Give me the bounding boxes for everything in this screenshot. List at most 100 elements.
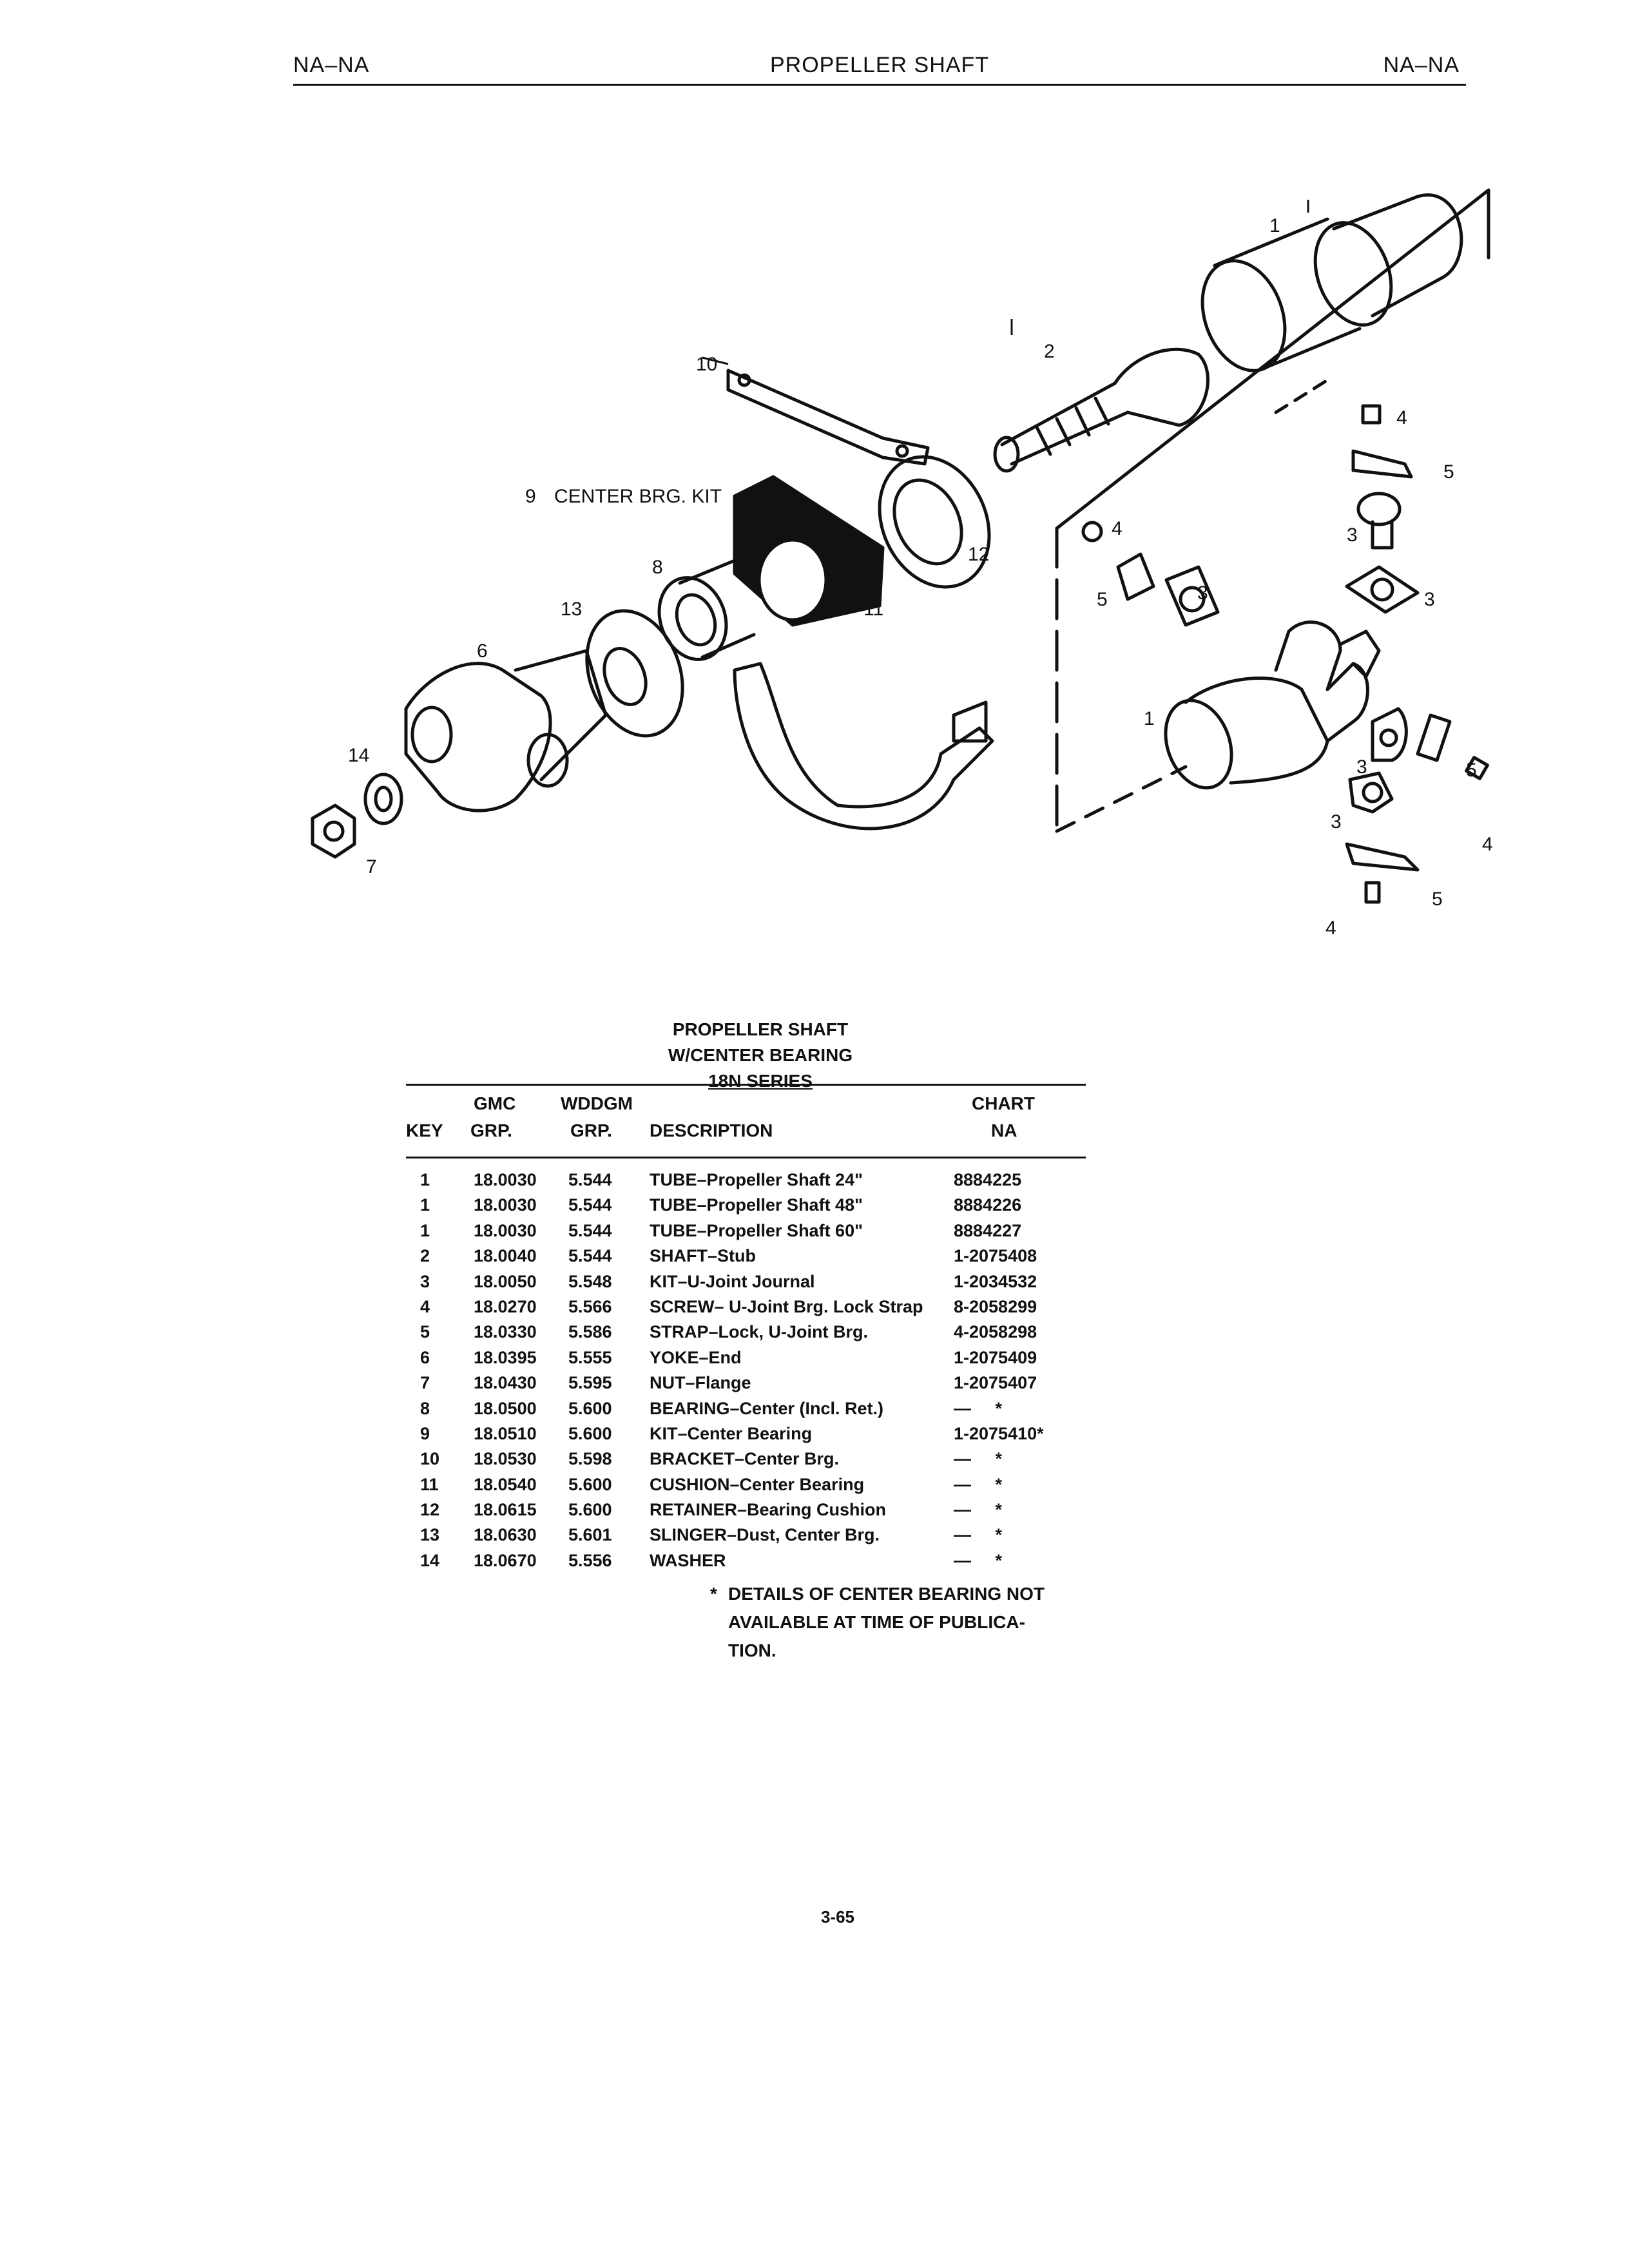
cell-key: 4 (420, 1296, 430, 1316)
callout-5-a: 5 (1443, 461, 1454, 483)
footnote-line-2: AVAILABLE AT TIME OF PUBLICA- (728, 1612, 1025, 1632)
callout-14: 14 (348, 745, 369, 766)
cell-chart: 1-2075410* (954, 1423, 1044, 1443)
table-caption: PROPELLER SHAFT W/CENTER BEARING 18N SER… (599, 1017, 921, 1094)
header-left-code: NA–NA (293, 53, 370, 77)
cell-description: BRACKET–Center Brg. (650, 1449, 840, 1469)
cell-chart: — * (954, 1398, 1003, 1418)
header-wddgm-bottom: GRP. (570, 1120, 612, 1140)
header-gmc-top: GMC (474, 1093, 516, 1113)
callout-4-b: 4 (1112, 518, 1123, 539)
header-chart-top: CHART (972, 1093, 1035, 1113)
cell-wddgm: 5.555 (568, 1347, 612, 1367)
cell-gmc: 18.0500 (474, 1398, 537, 1418)
callout-6: 6 (477, 640, 488, 662)
cell-key: 3 (420, 1271, 430, 1291)
page-number: 3-65 (820, 1907, 855, 1927)
cell-gmc: 18.0050 (474, 1271, 537, 1291)
center-bracket (733, 662, 994, 831)
cell-chart: 1-2075408 (954, 1246, 1037, 1266)
callout-4-a: 4 (1396, 407, 1407, 428)
tube-with-yoke (1164, 620, 1369, 790)
cell-gmc: 18.0030 (474, 1220, 537, 1240)
cell-wddgm: 5.544 (568, 1220, 612, 1240)
callout-9-label: CENTER BRG. KIT (554, 486, 722, 507)
callout-2: 2 (1044, 341, 1055, 362)
footnote: * DETAILS OF CENTER BEARING NOT AVAILABL… (710, 1580, 1115, 1665)
cell-gmc: 18.0530 (474, 1449, 537, 1469)
cell-chart: — * (954, 1449, 1003, 1469)
cell-wddgm: 5.600 (568, 1398, 612, 1418)
callout-9: 9 (525, 486, 536, 507)
footnote-line-1: DETAILS OF CENTER BEARING NOT (728, 1584, 1045, 1604)
cell-gmc: 18.0270 (474, 1296, 537, 1316)
cell-wddgm: 5.556 (568, 1550, 612, 1570)
cell-key: 5 (420, 1322, 430, 1342)
cell-chart: 8-2058299 (954, 1296, 1037, 1316)
cell-description: KIT–Center Bearing (650, 1423, 813, 1443)
panel-edge (1274, 378, 1329, 414)
header-key: KEY (406, 1120, 443, 1140)
cell-gmc: 18.0670 (474, 1550, 537, 1570)
callout-1-top: 1 (1269, 215, 1280, 236)
panel-outline (1055, 188, 1490, 530)
cell-description: NUT–Flange (650, 1373, 751, 1393)
cell-description: SLINGER–Dust, Center Brg. (650, 1525, 880, 1545)
cell-description: WASHER (650, 1550, 726, 1570)
tube-propeller-shaft (1200, 193, 1463, 372)
cell-gmc: 18.0040 (474, 1246, 537, 1266)
retainer-ring (878, 455, 991, 589)
footnote-asterisk: * (710, 1584, 717, 1604)
cell-wddgm: 5.544 (568, 1195, 612, 1215)
parts-table: GMC WDDGM CHART KEY GRP. GRP. DESCRIPTIO… (406, 1084, 1086, 1573)
callout-4-d: 4 (1325, 918, 1336, 939)
cell-wddgm: 5.598 (568, 1449, 612, 1469)
cell-gmc: 18.0510 (474, 1423, 537, 1443)
header-gmc-bottom: GRP. (470, 1120, 512, 1140)
table-header: GMC WDDGM CHART KEY GRP. GRP. DESCRIPTIO… (406, 1086, 1086, 1157)
cell-chart: — * (954, 1525, 1003, 1545)
cell-key: 11 (420, 1474, 439, 1494)
header-chart-bottom: NA (991, 1120, 1017, 1140)
cell-chart: 1-2075407 (954, 1373, 1037, 1393)
cell-wddgm: 5.566 (568, 1296, 612, 1316)
header-description: DESCRIPTION (650, 1120, 773, 1140)
cell-chart: 8884227 (954, 1220, 1022, 1240)
cell-description: TUBE–Propeller Shaft 48" (650, 1195, 863, 1215)
page-header: NA–NA PROPELLER SHAFT NA–NA (293, 50, 1466, 86)
callout-12: 12 (968, 544, 989, 565)
callout-4-c: 4 (1482, 834, 1493, 855)
cell-wddgm: 5.600 (568, 1500, 612, 1520)
cell-wddgm: 5.600 (568, 1423, 612, 1443)
end-yoke (404, 649, 608, 812)
table-top-rule (406, 1084, 1086, 1086)
cell-description: SHAFT–Stub (650, 1246, 756, 1266)
cell-key: 7 (420, 1373, 430, 1393)
caption-line-1: PROPELLER SHAFT (672, 1019, 849, 1039)
cell-key: 9 (420, 1423, 430, 1443)
footnote-line-3: TION. (728, 1640, 776, 1660)
exploded-parts-diagram: 1 2 10 9 CENTER BRG. KIT 8 12 13 11 6 14… (311, 188, 1493, 939)
cell-key: 1 (420, 1195, 430, 1215)
callout-5-b: 5 (1097, 589, 1108, 610)
cell-wddgm: 5.548 (568, 1271, 612, 1291)
caption-line-2: W/CENTER BEARING (668, 1045, 853, 1065)
cell-description: TUBE–Propeller Shaft 24" (650, 1170, 863, 1189)
cell-key: 12 (420, 1500, 440, 1520)
cell-description: STRAP–Lock, U-Joint Brg. (650, 1322, 869, 1342)
callout-13: 13 (561, 599, 582, 620)
table-header-rule (406, 1157, 1086, 1158)
